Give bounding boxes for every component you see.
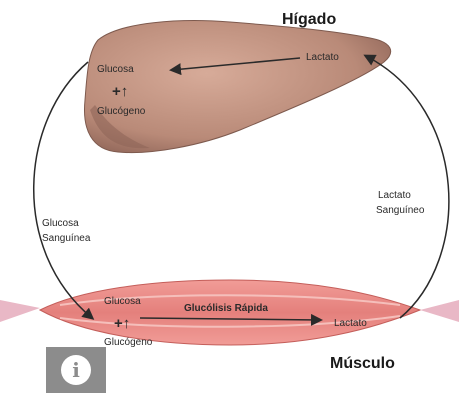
muscle-glucose-label: Glucosa [104, 296, 141, 307]
info-icon: i [61, 355, 91, 385]
liver-shape [84, 21, 390, 153]
arrow-blood-glucose [34, 62, 92, 318]
muscle-plus-sign: +↑ [114, 315, 130, 332]
liver-plus-sign: +↑ [112, 83, 128, 100]
muscle-glycogen-label: Glucógeno [104, 337, 153, 348]
liver-glucose-label: Glucosa [97, 64, 134, 75]
blood-lactate-label-line1: Lactato [378, 190, 411, 201]
arrow-blood-lactate [366, 56, 449, 318]
liver-title: Hígado [282, 11, 336, 28]
liver-glycogen-label: Glucógeno [97, 106, 146, 117]
blood-glucose-label-line1: Glucosa [42, 218, 79, 229]
blood-lactate-label-line2: Sanguíneo [376, 205, 425, 216]
muscle-title: Músculo [330, 355, 395, 372]
info-button[interactable]: i [46, 347, 106, 393]
liver-lactate-label: Lactato [306, 52, 339, 63]
blood-glucose-label-line2: Sanguínea [42, 233, 91, 244]
tendon-right [420, 300, 459, 322]
muscle-pathway-label: Glucólisis Rápida [184, 303, 268, 314]
muscle-lactate-label: Lactato [334, 318, 367, 329]
tendon-left [0, 300, 40, 322]
